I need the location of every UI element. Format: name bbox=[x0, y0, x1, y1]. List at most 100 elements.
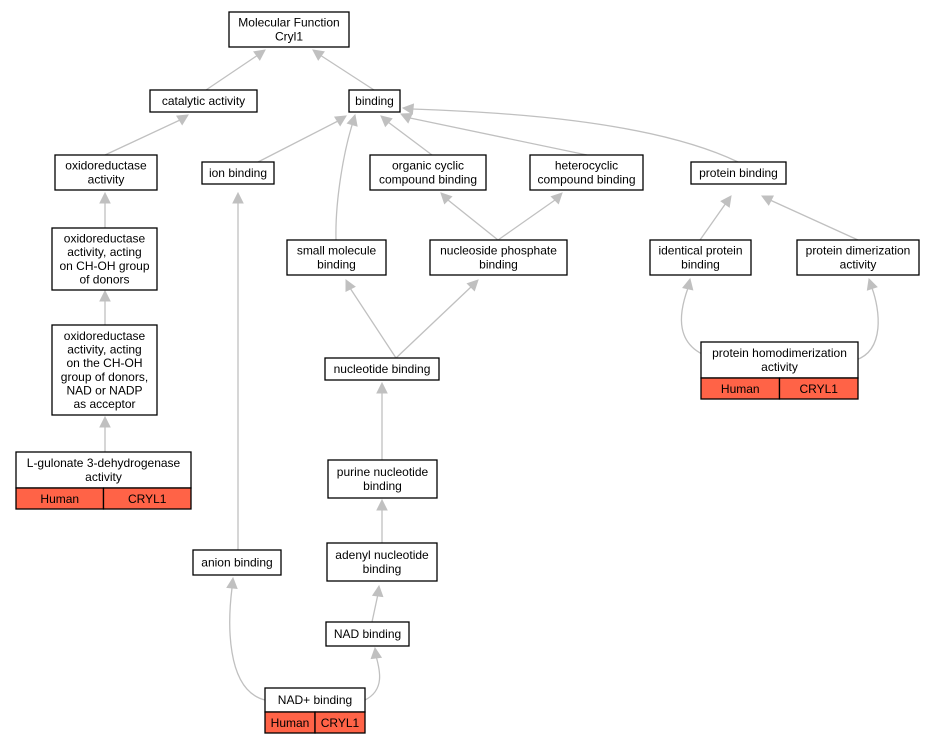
node-box bbox=[51, 324, 158, 416]
edge-line bbox=[371, 593, 379, 623]
edge-arrowhead bbox=[346, 113, 358, 127]
node-label-line: heterocyclic bbox=[555, 159, 618, 173]
edge-line bbox=[699, 202, 727, 241]
node-box bbox=[325, 621, 410, 647]
edge-line bbox=[387, 121, 433, 156]
node-box bbox=[192, 549, 282, 576]
node-label-line: ion binding bbox=[209, 166, 267, 180]
go-term-node-catalytic[interactable]: catalytic activity bbox=[149, 89, 258, 113]
edge-arrowhead bbox=[312, 49, 325, 61]
edge-arrowhead bbox=[399, 112, 413, 124]
node-box bbox=[324, 357, 440, 381]
go-term-node-nad-binding[interactable]: NAD binding bbox=[325, 621, 410, 647]
node-box bbox=[286, 239, 387, 276]
node-label-line: of donors bbox=[79, 272, 129, 286]
go-term-node-ion-binding[interactable]: ion binding bbox=[201, 161, 275, 185]
edge-line bbox=[497, 199, 556, 241]
annotation-gene-cell bbox=[314, 711, 366, 734]
go-term-node-anion-binding[interactable]: anion binding bbox=[192, 549, 282, 576]
node-label-line: catalytic activity bbox=[162, 94, 245, 108]
edge-line bbox=[769, 199, 859, 241]
go-term-node-protein-binding[interactable]: protein binding bbox=[690, 161, 787, 185]
node-label-line: small molecule bbox=[297, 244, 377, 258]
node-label-line: activity bbox=[85, 470, 122, 484]
annotation-gene-cell bbox=[102, 487, 192, 510]
node-label-line: Cryl1 bbox=[275, 29, 303, 43]
node-label-line: compound binding bbox=[379, 172, 477, 186]
edge-arrowhead bbox=[376, 498, 388, 511]
edge-arrowhead bbox=[99, 415, 111, 428]
edge-line bbox=[411, 108, 739, 163]
node-label-line: activity bbox=[761, 360, 798, 374]
edge-arrowhead bbox=[440, 192, 453, 205]
node-box bbox=[201, 161, 275, 185]
node-label-line: purine nucleotide bbox=[337, 465, 429, 479]
edge-arrowhead bbox=[682, 277, 694, 291]
annotation-species-label: Human bbox=[721, 382, 760, 396]
go-term-node-binding[interactable]: binding bbox=[348, 89, 401, 113]
node-label-line: Molecular Function bbox=[238, 16, 339, 30]
node-box bbox=[649, 239, 752, 276]
node-label-line: binding bbox=[355, 94, 394, 108]
node-label-line: group of donors, bbox=[61, 370, 148, 384]
edge-arrowhead bbox=[253, 49, 266, 61]
node-label-line: protein dimerization bbox=[806, 244, 911, 258]
edge-arrowhead bbox=[370, 646, 383, 660]
node-label-line: protein binding bbox=[699, 166, 778, 180]
annotation-gene-cell bbox=[778, 377, 859, 400]
edge-arrowhead bbox=[99, 289, 111, 302]
node-label-line: NAD binding bbox=[334, 627, 401, 641]
edge-arrowhead bbox=[99, 191, 111, 204]
edge-line bbox=[205, 54, 259, 91]
edge-arrowhead bbox=[380, 115, 393, 128]
node-label-line: organic cyclic bbox=[392, 159, 464, 173]
edge-line bbox=[395, 285, 473, 359]
node-label-line: protein homodimerization bbox=[712, 346, 847, 360]
edge-arrowhead bbox=[401, 103, 415, 115]
node-label-line: nucleoside phosphate bbox=[440, 244, 557, 258]
node-box bbox=[54, 154, 158, 191]
node-box bbox=[51, 227, 158, 291]
edge-line bbox=[364, 655, 381, 701]
node-label-line: activity bbox=[840, 257, 877, 271]
node-label-line: binding bbox=[479, 257, 518, 271]
annotation-gene-label: CRYL1 bbox=[128, 492, 167, 506]
node-label-line: L-gulonate 3-dehydrogenase bbox=[27, 456, 181, 470]
annotation-gene-label: CRYL1 bbox=[321, 716, 360, 730]
node-label-line: anion binding bbox=[201, 556, 272, 570]
edge-line bbox=[229, 587, 266, 701]
edge-arrowhead bbox=[345, 279, 356, 292]
node-label-line: oxidoreductase bbox=[65, 159, 147, 173]
go-term-node-nucleotide-binding[interactable]: nucleotide binding bbox=[324, 357, 440, 381]
node-label-line: activity, acting bbox=[67, 245, 141, 259]
edge-arrowhead bbox=[376, 381, 388, 394]
edge-arrowhead bbox=[176, 114, 189, 126]
edge-line bbox=[409, 117, 588, 156]
node-box bbox=[429, 239, 568, 276]
annotation-gene-label: CRYL1 bbox=[800, 382, 839, 396]
node-box bbox=[700, 341, 859, 379]
annotation-species-label: Human bbox=[271, 716, 310, 730]
edge-line bbox=[447, 199, 499, 241]
node-label-line: nucleotide binding bbox=[334, 362, 431, 376]
node-label-line: activity bbox=[88, 172, 125, 186]
node-box bbox=[796, 239, 920, 276]
node-label-line: NAD+ binding bbox=[278, 693, 352, 707]
